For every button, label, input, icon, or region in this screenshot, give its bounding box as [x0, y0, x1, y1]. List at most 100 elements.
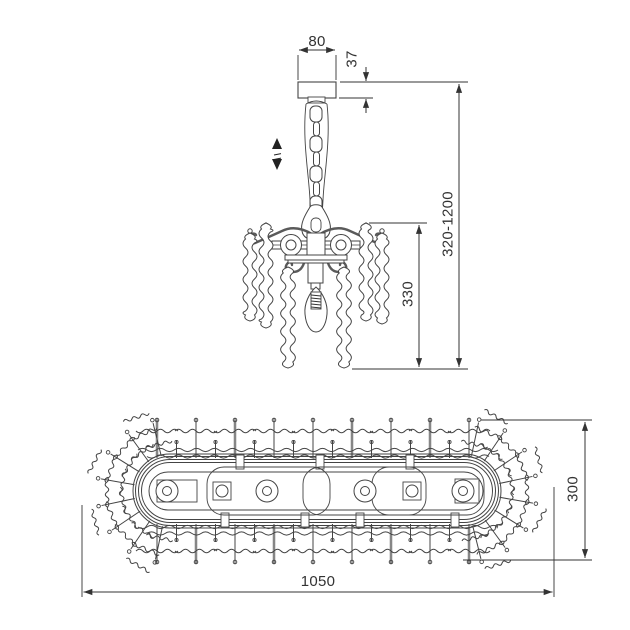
fan-spoke — [499, 475, 533, 485]
dim-canopy-height-label: 37 — [343, 50, 360, 67]
pin-bead — [522, 447, 527, 453]
pin-bead — [291, 439, 296, 445]
crystal-pendant-short — [242, 232, 258, 322]
crystal-wave-fan — [516, 499, 530, 528]
fan-spoke — [499, 496, 534, 504]
fan-spoke — [152, 422, 162, 457]
pin-bead — [369, 439, 374, 445]
crystal-wave-outer — [330, 428, 374, 434]
fan-spoke — [101, 497, 135, 507]
pin-bead — [124, 429, 130, 435]
crystal-wave-fan — [114, 524, 137, 547]
crystal-wave-outer — [174, 428, 218, 434]
height-adjustable-icon — [272, 138, 282, 170]
dim-canopy-width: 80 — [297, 33, 337, 80]
pin-bead — [502, 428, 508, 433]
inner-frame — [302, 466, 427, 516]
fan-spoke — [100, 478, 135, 486]
pin-bead — [447, 537, 452, 543]
crystal-wave-fan — [145, 440, 173, 448]
pin-bead — [330, 537, 335, 543]
crystal-wave-scatter — [534, 446, 543, 474]
frame-clip — [220, 512, 230, 528]
pin-bead — [271, 559, 277, 565]
crystal-wave-outer — [174, 548, 218, 554]
pin-bead — [271, 417, 277, 423]
pin-bead — [408, 439, 413, 445]
crystal-wave-fan — [515, 452, 528, 481]
pin-bead — [447, 439, 452, 445]
fan-spoke — [128, 434, 150, 463]
candle-and-bulb — [304, 262, 328, 333]
center-block — [306, 232, 326, 258]
crystal-wave-outer — [408, 428, 452, 434]
pin-bead — [213, 439, 218, 445]
crystal-wave-outer — [252, 428, 296, 434]
chain-link — [309, 135, 323, 153]
crystal-wave-fan — [461, 534, 489, 542]
crystal-wave-row — [146, 531, 490, 536]
pin-bead — [105, 450, 111, 455]
tick — [273, 153, 282, 156]
crystal-wave-fan — [474, 425, 503, 441]
fan-spoke — [110, 453, 140, 473]
crystal-wave-outer — [213, 548, 257, 554]
crystal-wave-outer — [408, 548, 452, 554]
crystal-wave-fan — [131, 541, 160, 557]
crystal-wave-outer — [447, 428, 491, 434]
crystal-pendant-long — [336, 266, 352, 369]
up-arrow-icon — [272, 138, 282, 149]
pin-bead — [252, 439, 257, 445]
crystal-wave-scatter — [126, 557, 150, 573]
pin-bead — [95, 476, 101, 481]
inner-frame — [206, 466, 331, 516]
frame-clip — [450, 512, 460, 528]
crystal-pendants-side-view — [242, 222, 390, 369]
crystal-wave-outer — [213, 428, 257, 434]
pin-bead — [174, 537, 179, 543]
scroll-ring-left-inner — [285, 239, 297, 251]
crystal-wave-fan — [104, 476, 110, 508]
mount-plate — [284, 254, 348, 261]
crystal-wave-scatter — [122, 413, 150, 422]
crystal-wave-fan — [480, 522, 504, 539]
pin-bead — [193, 417, 199, 423]
plan-view — [87, 409, 547, 573]
pin-bead — [388, 559, 394, 565]
mount-hole — [215, 484, 229, 498]
crystal-wave-row — [137, 447, 499, 453]
crystal-wave-outer — [369, 548, 413, 554]
crystal-wave-outer — [291, 428, 335, 434]
lamp-holder-center — [458, 486, 468, 496]
crystal-pendant-long — [280, 266, 296, 369]
dim-canopy-width-label: 80 — [308, 33, 325, 50]
crystal-wave-fan — [106, 501, 119, 530]
pin-bead — [193, 559, 199, 565]
lamp-holder-center — [162, 486, 172, 496]
crystal-pendant-short — [374, 232, 390, 325]
frame-ring — [135, 456, 499, 526]
chain-link — [313, 121, 320, 137]
crystal-wave-fan — [129, 427, 158, 441]
frame-clip — [405, 454, 415, 470]
pin-bead — [349, 559, 355, 565]
side-view — [242, 81, 390, 369]
mount-hole — [405, 484, 419, 498]
chain-top-cap — [305, 100, 328, 105]
pin-bead — [523, 527, 529, 532]
fan-spoke — [484, 519, 506, 548]
bulb-outline — [304, 286, 328, 333]
pin-bead — [96, 503, 101, 509]
dim-body-height-label: 330 — [399, 281, 416, 307]
frame-ring — [132, 453, 502, 529]
pin-bead — [408, 537, 413, 543]
frame-clip — [235, 454, 245, 470]
frame-clip — [300, 512, 310, 528]
pin-bead — [479, 559, 484, 565]
pin-bead — [154, 417, 160, 423]
pin-bead — [152, 560, 158, 565]
pin-bead — [291, 537, 296, 543]
dim-fixture-length: 1050 — [81, 487, 555, 597]
down-arrow-icon — [272, 159, 282, 170]
